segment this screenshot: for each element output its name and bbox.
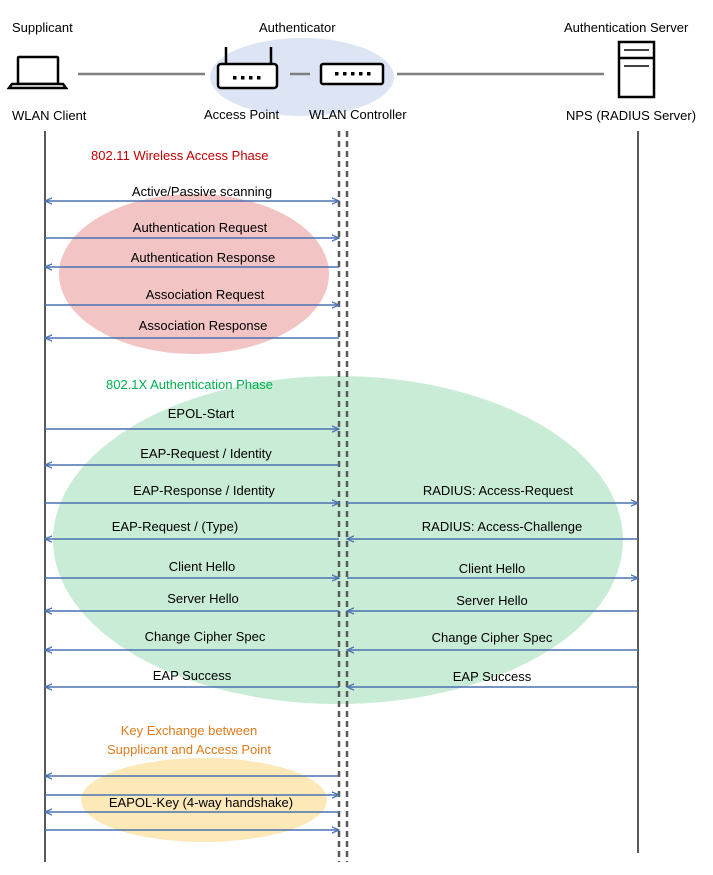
supplicant-role-label: Supplicant [12, 20, 73, 35]
eap-request-identity-label: EAP-Request / Identity [140, 446, 272, 461]
radius-access-challenge-label: RADIUS: Access-Challenge [422, 519, 582, 534]
key-phase-region [81, 758, 327, 842]
radius-access-request-label: RADIUS: Access-Request [423, 483, 574, 498]
epol-start-label: EPOL-Start [168, 406, 235, 421]
wireless-phase-label: 802.11 Wireless Access Phase [91, 148, 269, 163]
change-cipher-radius-label: Change Cipher Spec [432, 630, 553, 645]
wlan-controller-icon [319, 62, 385, 86]
eap-success-radius-label: EAP Success [453, 669, 532, 684]
wireless-phase-region [59, 194, 329, 354]
server-name-label: NPS (RADIUS Server) [566, 108, 696, 123]
key-phase-label-line2: Supplicant and Access Point [107, 742, 271, 757]
assoc-request-label: Association Request [146, 287, 265, 302]
eapol-key-label: EAPOL-Key (4-way handshake) [109, 795, 293, 810]
client-hello-label: Client Hello [169, 559, 235, 574]
change-cipher-label: Change Cipher Spec [145, 629, 266, 644]
access-point-icon [216, 47, 279, 90]
assoc-response-label: Association Response [139, 318, 268, 333]
authenticator-region [210, 38, 394, 116]
auth-request-label: Authentication Request [133, 220, 268, 235]
server-hello-label: Server Hello [167, 591, 239, 606]
auth-phase-region [53, 376, 623, 704]
auth-phase-label: 802.1X Authentication Phase [106, 377, 273, 392]
eap-success-label: EAP Success [153, 668, 232, 683]
laptop-icon [6, 55, 69, 90]
server-hello-radius-label: Server Hello [456, 593, 528, 608]
server-icon [617, 40, 656, 99]
controller-name-label: WLAN Controller [309, 107, 407, 122]
key-phase-label-line1: Key Exchange between [121, 723, 258, 738]
scan-label: Active/Passive scanning [132, 184, 272, 199]
eap-request-type-label: EAP-Request / (Type) [112, 519, 238, 534]
eap-response-identity-label: EAP-Response / Identity [133, 483, 275, 498]
server-role-label: Authentication Server [564, 20, 689, 35]
authenticator-role-label: Authenticator [259, 20, 336, 35]
auth-response-label: Authentication Response [131, 250, 276, 265]
client-hello-radius-label: Client Hello [459, 561, 525, 576]
client-name-label: WLAN Client [12, 108, 87, 123]
ap-name-label: Access Point [204, 107, 280, 122]
